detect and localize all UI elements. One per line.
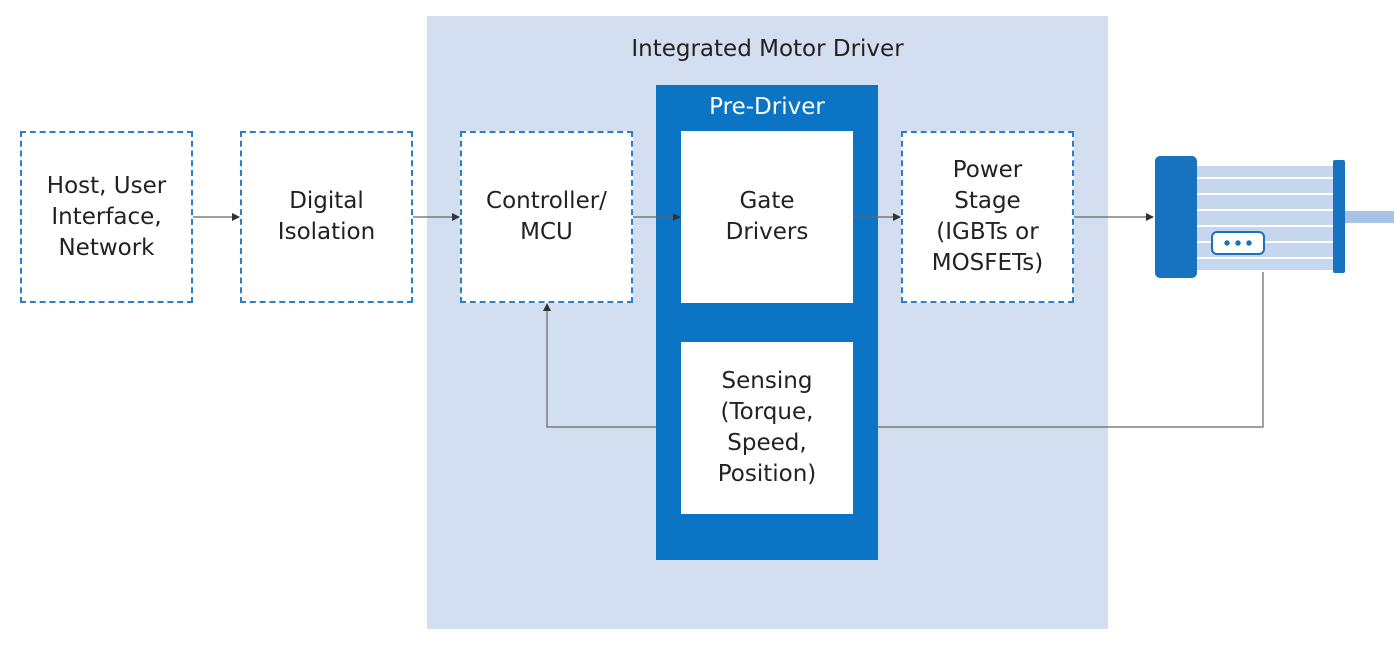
sensing-label: Sensing (Torque, Speed, Position) (717, 368, 817, 487)
digital-isolation-block: Digital Isolation (240, 131, 413, 303)
controller-mcu-label: Controller/ MCU (486, 188, 607, 245)
integrated-motor-driver-title: Integrated Motor Driver (631, 36, 904, 62)
sensing-block: Sensing (Torque, Speed, Position) (681, 342, 853, 514)
host-label: Host, User Interface, Network (46, 172, 167, 261)
gate-drivers-block: Gate Drivers (681, 131, 853, 303)
feedback-sensing-to-controller (543, 303, 656, 428)
pre-driver-title: Pre-Driver (709, 94, 825, 120)
power-stage-block: Power Stage (IGBTs or MOSFETs) (901, 131, 1074, 303)
digital-isolation-label: Digital Isolation (277, 188, 376, 245)
power-stage-label: Power Stage (IGBTs or MOSFETs) (931, 157, 1044, 276)
gate-drivers-label: Gate Drivers (725, 188, 809, 245)
host-block: Host, User Interface, Network (20, 131, 193, 303)
motor-icon (1155, 156, 1394, 278)
feedback-motor-to-sensing (878, 272, 1264, 428)
controller-mcu-block: Controller/ MCU (460, 131, 633, 303)
